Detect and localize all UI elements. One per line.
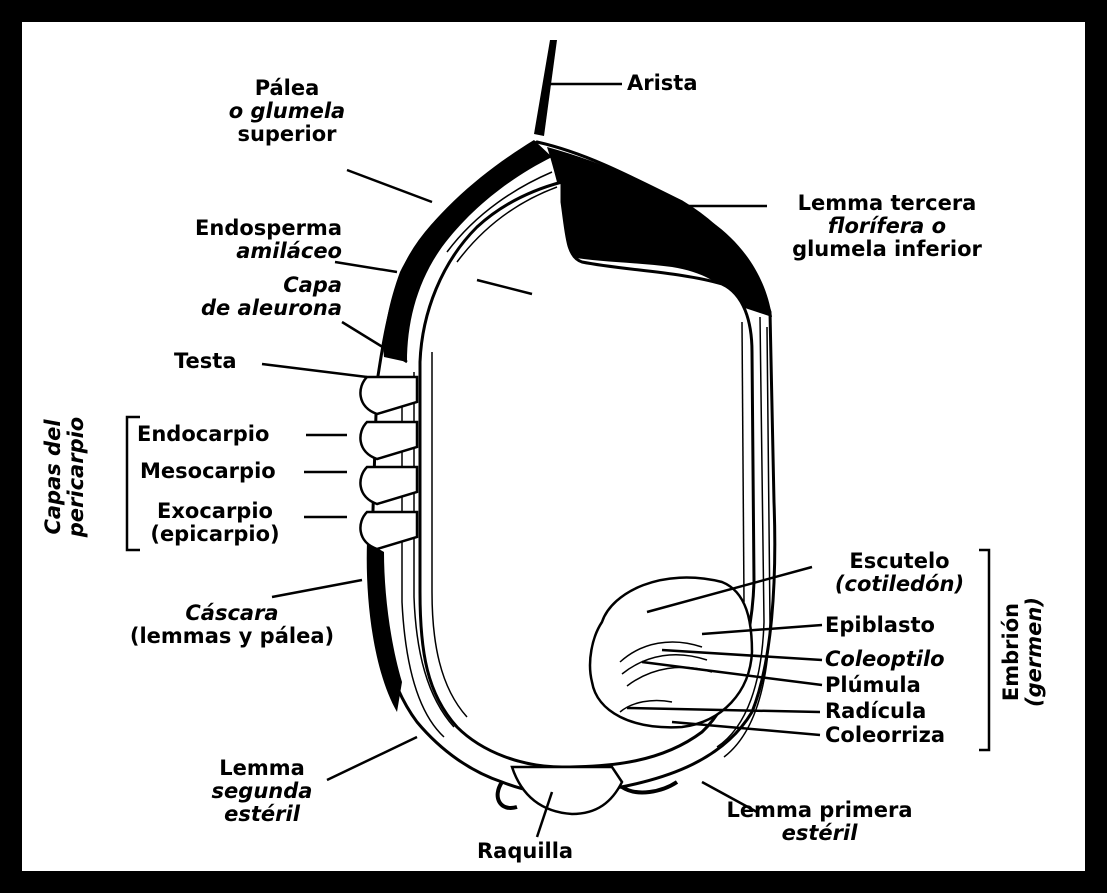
label-palea: Pálea o glumela superior <box>222 77 352 146</box>
label-lemma-primera: Lemma primera estéril <box>712 799 927 845</box>
label-endosperma: Endosperma amiláceo <box>142 217 342 263</box>
label-lemma-tercera: Lemma tercera florífera o glumela inferi… <box>767 192 1007 261</box>
leader-lemma-segunda <box>327 737 417 780</box>
awn-shape <box>534 40 557 136</box>
label-endocarpio: Endocarpio <box>137 423 269 446</box>
label-capas-pericarpio: Capas del pericarpio <box>42 407 88 547</box>
label-escutelo-line1: Escutelo <box>817 550 982 573</box>
label-lemma-segunda-line1: Lemma <box>197 757 327 780</box>
label-lemma-segunda: Lemma segunda estéril <box>197 757 327 826</box>
label-endosperma-line1: Endosperma <box>142 217 342 240</box>
label-escutelo-line2: (cotiledón) <box>817 573 982 596</box>
grain-cross-section <box>22 22 1089 875</box>
leader-cascara <box>272 580 362 597</box>
rachilla-shape <box>512 767 622 814</box>
label-palea-line1: Pálea <box>222 77 352 100</box>
label-radicula: Radícula <box>825 700 926 723</box>
label-lemma-tercera-line1: Lemma tercera <box>767 192 1007 215</box>
label-coleoptilo: Coleoptilo <box>825 648 945 671</box>
label-cascara-line2: (lemmas y pálea) <box>107 625 357 648</box>
label-embrion: Embrión (germen) <box>1000 567 1046 737</box>
label-lemma-segunda-line2: segunda <box>197 780 327 803</box>
leader-endosperma <box>335 262 397 272</box>
label-capas-pericarpio-line1: Capas del <box>42 407 65 547</box>
label-capas-pericarpio-line2: pericarpio <box>65 407 88 547</box>
label-lemma-segunda-line3: estéril <box>197 803 327 826</box>
label-embrion-line1: Embrión <box>1000 567 1023 737</box>
pericarp-layer-1 <box>360 377 417 414</box>
label-exocarpio: Exocarpio (epicarpio) <box>130 500 300 546</box>
label-endosperma-line2: amiláceo <box>142 240 342 263</box>
label-arista: Arista <box>627 72 698 95</box>
label-testa: Testa <box>174 350 237 373</box>
label-mesocarpio: Mesocarpio <box>140 460 276 483</box>
pericarp-layer-3 <box>360 467 417 504</box>
label-plumula: Plúmula <box>825 674 921 697</box>
label-exocarpio-line2: (epicarpio) <box>130 523 300 546</box>
label-lemma-tercera-line3: glumela inferior <box>767 238 1007 261</box>
pericarp-layer-2 <box>360 422 417 459</box>
label-cascara-line1: Cáscara <box>107 602 357 625</box>
label-capa-aleurona: Capa de aleurona <box>152 274 342 320</box>
label-epiblasto: Epiblasto <box>825 614 935 637</box>
label-coleorriza: Coleorriza <box>825 724 945 747</box>
label-lemma-primera-line1: Lemma primera <box>712 799 927 822</box>
label-cascara: Cáscara (lemmas y pálea) <box>107 602 357 648</box>
label-palea-line3: superior <box>222 123 352 146</box>
figure-inner-border: Arista Pálea o glumela superior Lemma te… <box>20 20 1087 873</box>
label-embrion-line2: (germen) <box>1023 567 1046 737</box>
label-capa-aleurona-line1: Capa <box>152 274 342 297</box>
label-lemma-primera-line2: estéril <box>712 822 927 845</box>
label-raquilla: Raquilla <box>477 840 573 863</box>
leader-palea <box>347 170 432 202</box>
leader-testa <box>262 364 367 377</box>
husk-lower-band <box>367 542 402 712</box>
label-capa-aleurona-line2: de aleurona <box>152 297 342 320</box>
label-palea-line2: o glumela <box>222 100 352 123</box>
label-escutelo: Escutelo (cotiledón) <box>817 550 982 596</box>
pericarp-layer-4 <box>360 512 417 549</box>
label-lemma-tercera-line2: florífera o <box>767 215 1007 238</box>
label-exocarpio-line1: Exocarpio <box>130 500 300 523</box>
